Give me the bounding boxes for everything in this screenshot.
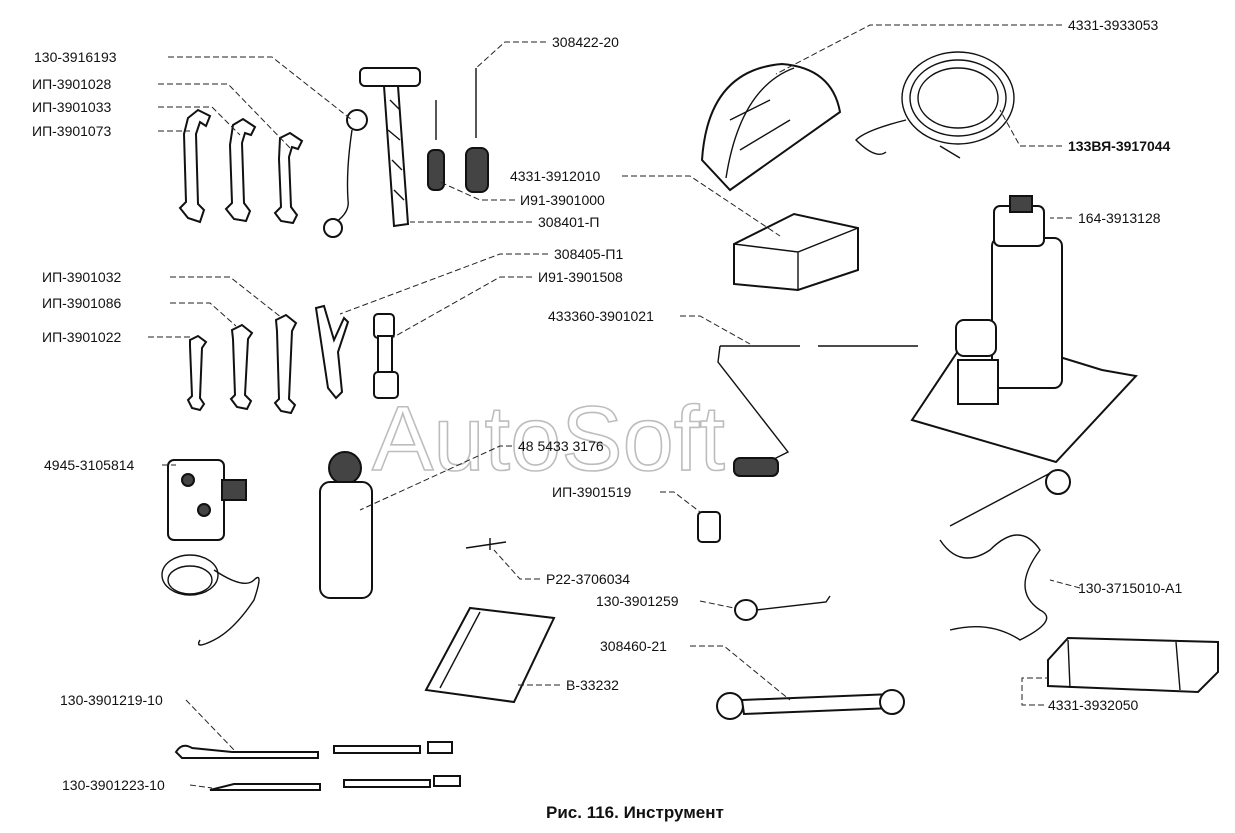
leader-lines [148,24,1081,789]
part-labels: 130-3916193 ИП-3901028 ИП-3901033 ИП-390… [32,17,1183,793]
label-ip-3901022: ИП-3901022 [42,329,122,345]
box-wrench-bent [323,109,368,238]
label-130-3901219-10: 130-3901219-10 [60,692,163,708]
watermark: AutoSoft [372,388,725,490]
label-130-3901223-10: 130-3901223-10 [62,777,165,793]
screwdriver-large [465,68,489,193]
label-308405-p1: 308405-П1 [554,246,623,262]
label-4945-3105814: 4945-3105814 [44,457,135,473]
figure-caption: Рис. 116. Инструмент [546,803,724,822]
label-ip-3901033: ИП-3901033 [32,99,112,115]
label-164-3913128: 164-3913128 [1078,210,1161,226]
label-308401-p: 308401-П [538,214,599,230]
label-130-3901259: 130-3901259 [596,593,679,609]
label-ip-3901032: ИП-3901032 [42,269,122,285]
label-i91-3901000: И91-3901000 [520,192,605,208]
tow-rope-with-hook [939,469,1071,641]
label-ip-3901519: ИП-3901519 [552,484,632,500]
open-end-wrench-small-2 [229,323,254,411]
hammer [359,67,421,228]
label-4331-3932050: 4331-3932050 [1048,697,1139,713]
label-130-3715010-a1: 130-3715010-А1 [1078,580,1183,596]
socket-wrench-double [373,313,399,399]
label-48-5433-3176: 48 5433 3176 [518,438,604,454]
label-r22-3706034: Р22-3706034 [546,571,630,587]
hydraulic-jack [910,195,1138,464]
fire-extinguisher-bottle [319,451,373,599]
first-aid-kit [733,212,859,292]
label-433360-3901021: 433360-3901021 [548,308,654,324]
screwdriver-small [427,100,445,191]
open-end-wrench-large-1 [178,108,212,224]
tyre-pump-with-hose [161,459,260,646]
label-130-3916193: 130-3916193 [34,49,117,65]
label-v-33232: В-33232 [566,677,619,693]
pry-bar-1 [174,741,453,759]
cable-coil [855,51,1015,159]
pry-bar-2 [209,775,461,791]
wheel-chock [700,62,842,192]
label-308422-20: 308422-20 [552,34,619,50]
box-wrench-long [716,689,905,720]
label-308460-21: 308460-21 [600,638,667,654]
label-ip-3901086: ИП-3901086 [42,295,122,311]
label-i91-3901508: И91-3901508 [538,269,623,285]
nut-socket [697,511,721,543]
label-4331-3912010: 4331-3912010 [510,168,601,184]
label-ip-3901073: ИП-3901073 [32,123,112,139]
open-end-wrench-large-3 [273,131,304,225]
label-ip-3901028: ИП-3901028 [32,76,112,92]
key-pin [465,538,507,550]
open-end-wrench-small-1 [186,334,208,412]
spring-clip [734,595,831,621]
manual-booklet [424,606,556,704]
label-133vya-3917044: 133ВЯ-3917044 [1068,138,1171,154]
open-end-wrench-small-3 [273,313,298,415]
label-4331-3933053: 4331-3933053 [1068,17,1159,33]
jack-handle [717,345,918,477]
tool-bag [1047,636,1219,694]
open-end-wrench-large-2 [224,117,257,223]
pliers [314,304,350,400]
